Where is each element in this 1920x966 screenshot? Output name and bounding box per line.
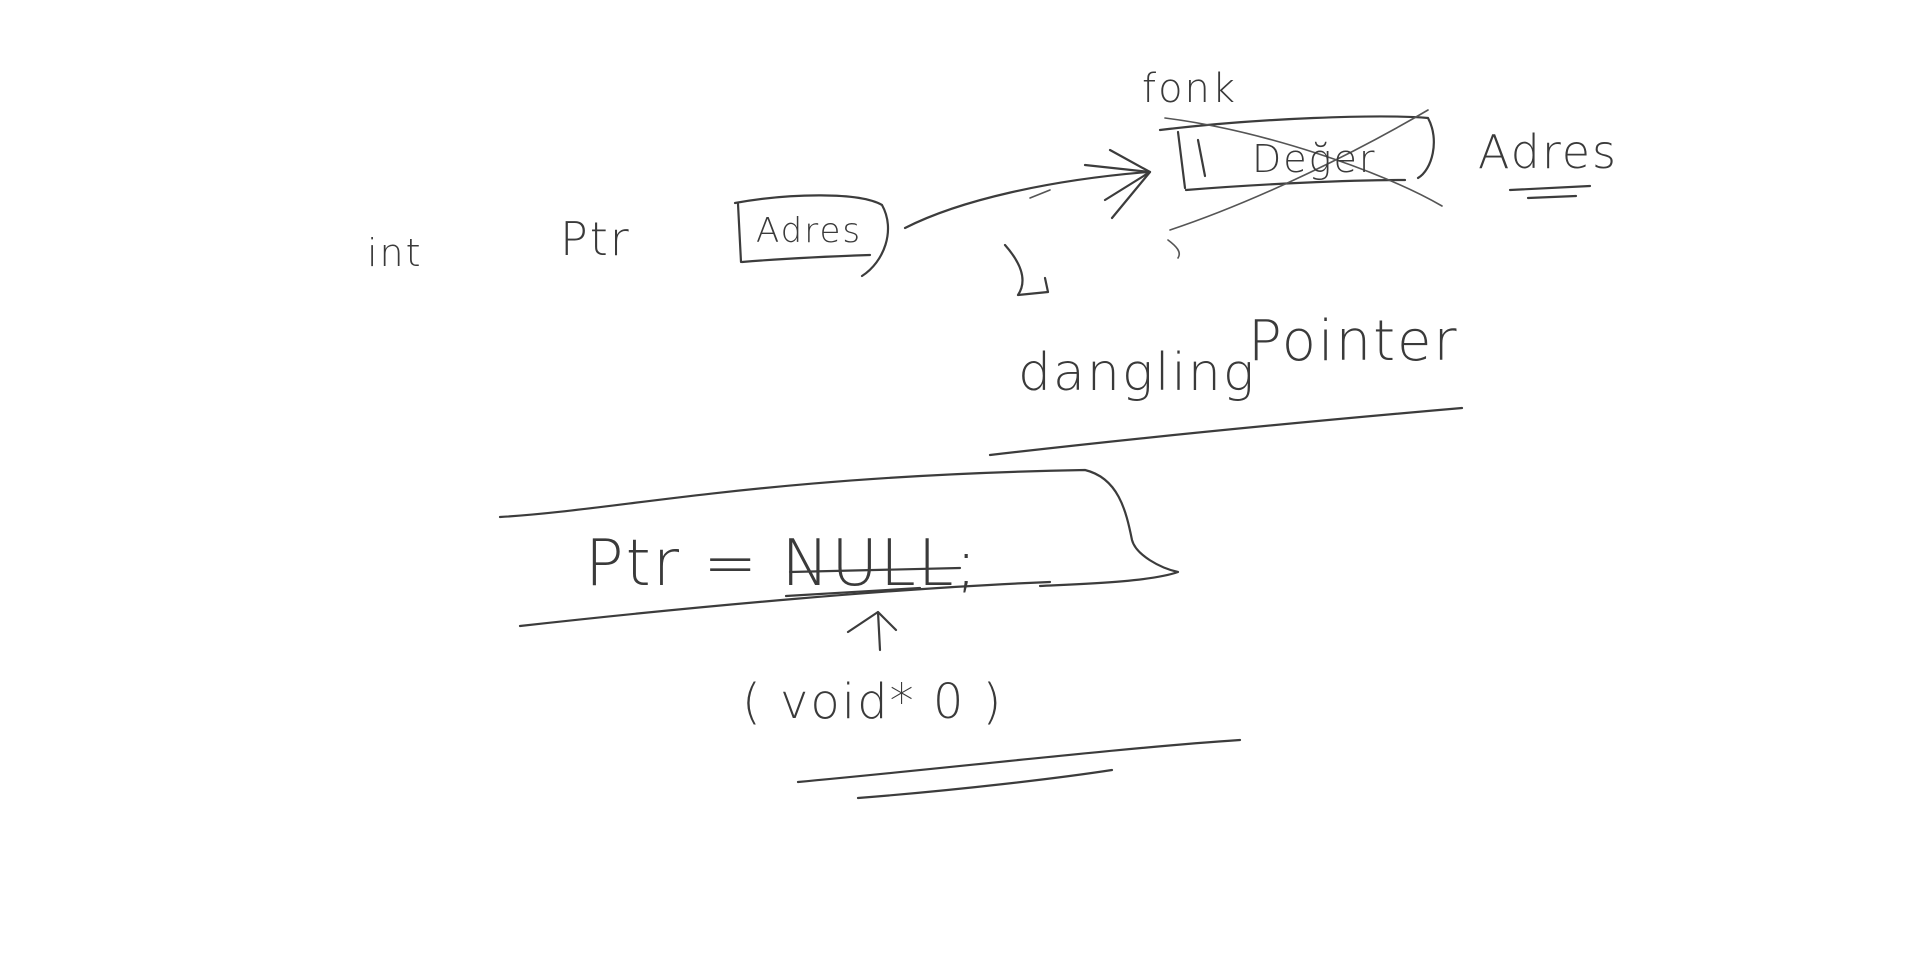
label-ptr: Ptr	[560, 212, 631, 266]
null-assignment-box	[498, 468, 1180, 628]
label-dangling: dangling	[1018, 343, 1256, 403]
label-ptr-null: Ptr = NULL;	[585, 527, 979, 601]
label-int: int	[367, 231, 423, 275]
void-underline-2	[856, 768, 1114, 800]
down-arrow	[1003, 243, 1050, 297]
deger-box	[1158, 109, 1443, 259]
label-fonk: fonk	[1142, 66, 1237, 112]
null-underline	[784, 566, 962, 598]
label-adres-box: Adres	[756, 211, 862, 251]
dangling-pointer-underline	[988, 406, 1464, 457]
label-void-zero: ( void* 0 )	[742, 674, 1003, 730]
label-adres-right: Adres	[1478, 125, 1618, 179]
up-arrow	[846, 610, 898, 652]
void-underline-1	[796, 738, 1242, 784]
label-pointer: Pointer	[1248, 309, 1459, 374]
label-deger: Değer	[1252, 137, 1376, 181]
adres-box	[733, 194, 890, 278]
pointer-arrow	[903, 148, 1152, 230]
adres-right-underline	[1508, 184, 1592, 200]
